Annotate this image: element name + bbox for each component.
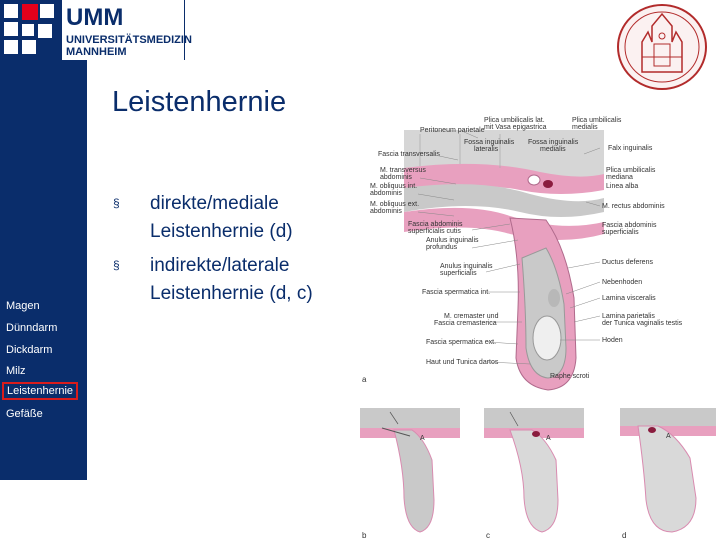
- label-m-transversus-2: abdominis: [380, 174, 412, 181]
- label-fascia-cremasterica: Fascia cremasterica: [434, 320, 497, 327]
- bullet-2-line2: Leistenhernie (d, c): [150, 283, 313, 304]
- label-anulus-prof: Anulus inguinalis: [426, 237, 479, 244]
- panel-c-marker: A: [546, 435, 551, 442]
- label-hoden: Hoden: [602, 337, 623, 344]
- label-fossa-med-2: medialis: [540, 146, 566, 153]
- panel-letter-a: a: [362, 375, 367, 384]
- label-anulus-sup: Anulus inguinalis: [440, 263, 493, 270]
- label-fascia-sup: Fascia abdominis: [602, 222, 657, 229]
- label-raphe: Raphe scroti: [550, 373, 590, 380]
- inguinal-hernia-figure: Peritoneum parietale Fascia transversali…: [360, 117, 716, 538]
- sidebar-item-magen[interactable]: Magen: [6, 300, 40, 312]
- label-fascia-transversalis: Fascia transversalis: [378, 151, 440, 158]
- label-plica-med-2: medialis: [572, 124, 598, 131]
- label-peritoneum: Peritoneum parietale: [420, 127, 485, 134]
- panel-a-diagram: [404, 130, 604, 391]
- header-divider: [184, 0, 185, 60]
- bullet-1-line2: Leistenhernie (d): [150, 221, 293, 242]
- label-m-obliquus-ext: M. obliquus ext.: [370, 201, 419, 208]
- label-haut-tunica: Haut und Tunica dartos: [426, 359, 499, 366]
- sidebar-item-duenndarm[interactable]: Dünndarm: [6, 322, 58, 334]
- seal-graphic: [617, 4, 707, 90]
- label-m-obliquus-ext-2: abdominis: [370, 208, 402, 215]
- panel-d-diagram: A d: [620, 408, 716, 538]
- bullet-1-line1: direkte/mediale: [150, 193, 279, 214]
- panel-letter-c: c: [486, 531, 490, 538]
- bullet-marker-2: §: [113, 258, 120, 272]
- label-fascia-sperm-int: Fascia spermatica int.: [422, 289, 490, 296]
- panel-b-diagram: A b: [360, 408, 460, 538]
- label-m-cremaster: M. cremaster und: [444, 313, 499, 320]
- umm-logo-mark: [0, 0, 62, 60]
- sidebar-item-gefaesse[interactable]: Gefäße: [6, 408, 43, 420]
- label-m-rectus: M. rectus abdominis: [602, 203, 665, 210]
- label-fossa-lat-2: lateralis: [474, 146, 499, 153]
- heidelberg-seal: [612, 2, 712, 92]
- sidebar-item-milz[interactable]: Milz: [6, 365, 26, 377]
- label-linea-alba: Linea alba: [606, 183, 638, 190]
- label-lamina-visc: Lamina visceralis: [602, 295, 656, 302]
- label-lamina-par-2: der Tunica vaginalis testis: [602, 320, 683, 327]
- figure-leader-lines: [417, 131, 601, 365]
- label-lamina-par: Lamina parietalis: [602, 313, 655, 320]
- sidebar-item-dickdarm[interactable]: Dickdarm: [6, 344, 53, 356]
- label-plica-mediana: Plica umbilicalis: [606, 167, 656, 174]
- sidebar-item-leistenhernie[interactable]: Leistenhernie: [2, 382, 79, 400]
- figure-labels-right: Falx inguinalis Plica umbilicalis median…: [550, 145, 683, 380]
- umm-logo: UMM UNIVERSITÄTSMEDIZIN MANNHEIM: [0, 0, 192, 60]
- label-plica-med: Plica umbilicalis: [572, 117, 622, 124]
- label-anulus-prof-2: profundus: [426, 244, 458, 251]
- logo-text-mannheim: MANNHEIM: [66, 46, 127, 58]
- label-fossa-med: Fossa inguinalis: [528, 139, 579, 146]
- label-nebenhoden: Nebenhoden: [602, 279, 642, 286]
- label-falx: Falx inguinalis: [608, 145, 653, 152]
- label-fascia-sup-2: superficialis: [602, 229, 639, 236]
- panel-letter-b: b: [362, 531, 367, 538]
- panel-b-marker: A: [420, 435, 425, 442]
- bullet-2-line1: indirekte/laterale: [150, 255, 290, 276]
- label-ductus: Ductus deferens: [602, 259, 653, 266]
- label-plica-mediana-2: mediana: [606, 174, 633, 181]
- label-fascia-abdominis-2: superficialis cutis: [408, 228, 461, 235]
- panel-d-marker: A: [666, 433, 671, 440]
- label-fascia-abdominis: Fascia abdominis: [408, 221, 463, 228]
- sidebar-nav: Magen Dünndarm Dickdarm Milz Leistenhern…: [0, 60, 87, 480]
- logo-text-umm: UMM: [66, 4, 124, 31]
- panel-letter-d: d: [622, 531, 626, 538]
- figure-labels-top: Plica umbilicalis lat. mit Vasa epigastr…: [464, 117, 622, 153]
- label-plica-lat: Plica umbilicalis lat.: [484, 117, 545, 124]
- slide-title: Leistenhernie: [112, 86, 287, 118]
- label-m-obliquus-int-2: abdominis: [370, 190, 402, 197]
- label-fascia-sperm-ext: Fascia spermatica ext.: [426, 339, 496, 346]
- label-m-transversus: M. transversus: [380, 167, 426, 174]
- bullet-marker-1: §: [113, 196, 120, 210]
- figure-labels-left: Peritoneum parietale Fascia transversali…: [370, 127, 499, 366]
- label-anulus-sup-2: superficialis: [440, 270, 477, 277]
- label-m-obliquus-int: M. obliquus int.: [370, 183, 417, 190]
- label-plica-lat-2: mit Vasa epigastrica: [484, 124, 547, 131]
- logo-text-university: UNIVERSITÄTSMEDIZIN: [66, 34, 192, 46]
- panel-c-diagram: A c: [484, 408, 584, 538]
- label-fossa-lat: Fossa inguinalis: [464, 139, 515, 146]
